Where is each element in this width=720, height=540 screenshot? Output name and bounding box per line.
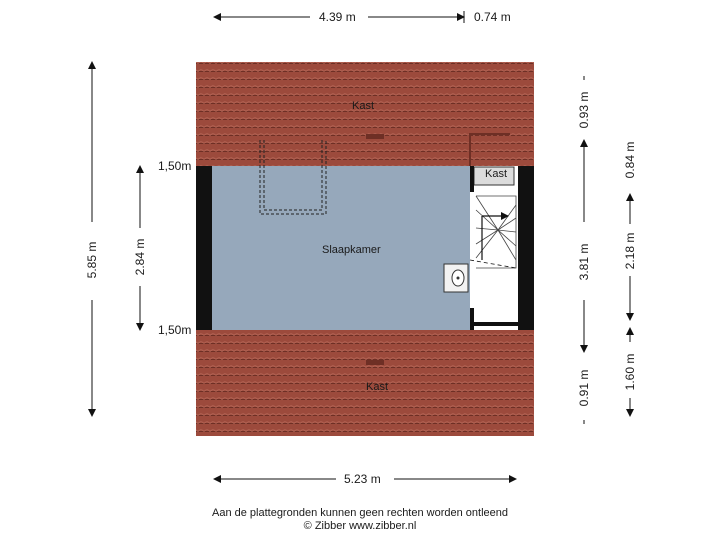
roof-bottom <box>196 330 534 436</box>
wall-bottom-door <box>474 322 518 326</box>
height-top: 1,50m <box>158 159 192 173</box>
footer-copyright: © Zibber www.zibber.nl <box>303 520 417 532</box>
room-kast-right: Kast <box>485 168 508 180</box>
dim-left-inner: 2.84 m <box>133 238 147 276</box>
dim-right-inner-top: 0.84 m <box>623 141 637 179</box>
dim-right-inner-mid: 2.18 m <box>623 232 637 270</box>
wall-left <box>196 166 212 330</box>
roof-top <box>196 62 534 166</box>
roof-edge-right-top <box>469 133 510 166</box>
staircase <box>469 195 517 269</box>
service-zone <box>470 166 518 330</box>
room-kast-bottom: Kast <box>366 381 389 393</box>
dim-top-right: 0.74 m <box>474 10 511 24</box>
dim-bottom-total: 5.23 m <box>344 472 381 486</box>
dormer-outline <box>259 140 327 215</box>
footer-disclaimer: Aan de plattegronden kunnen geen rechten… <box>211 507 508 519</box>
dim-left-total: 5.85 m <box>85 241 99 279</box>
wall-top-partition <box>470 166 474 192</box>
wall-bottom-partition <box>470 308 474 330</box>
dimension-lines <box>88 11 634 483</box>
height-bottom: 1,50m <box>158 323 192 337</box>
sink-icon <box>443 263 469 293</box>
dim-right-outer-mid: 3.81 m <box>577 243 591 281</box>
wall-right <box>518 166 534 330</box>
vent-bottom <box>366 360 384 365</box>
dim-right-inner-bottom: 1.60 m <box>623 353 637 391</box>
room-kast-top: Kast <box>352 100 375 112</box>
room-slaapkamer: Slaapkamer <box>322 244 381 256</box>
vent-top <box>366 134 384 139</box>
bedroom-floor <box>212 166 470 330</box>
dim-right-outer-top: 0.93 m <box>577 91 591 129</box>
dim-right-outer-bottom: 0.91 m <box>577 369 591 407</box>
dim-top-main: 4.39 m <box>319 10 356 24</box>
